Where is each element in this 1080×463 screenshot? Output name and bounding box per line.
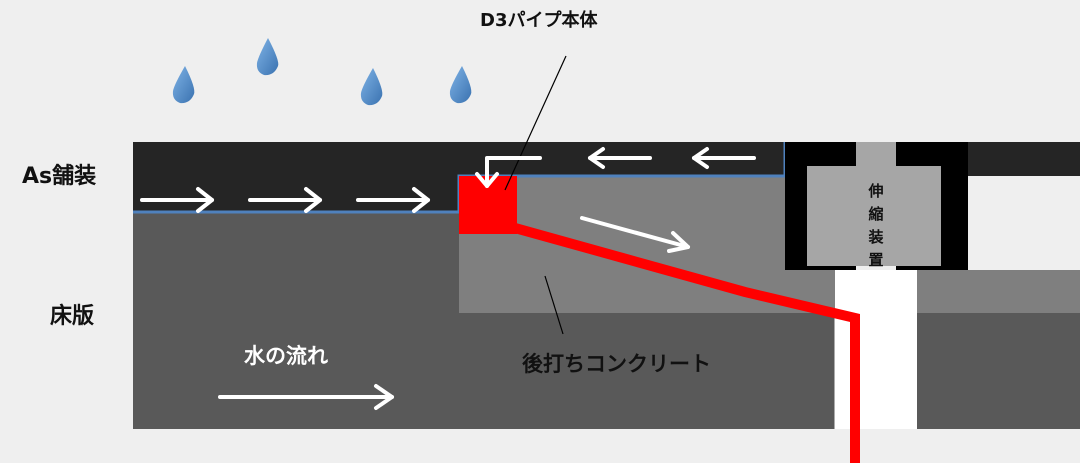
expansion-joint-char: 装 xyxy=(868,228,884,246)
expansion-joint xyxy=(785,142,968,429)
post-cast-concrete xyxy=(459,176,835,313)
concrete-leader-line xyxy=(544,275,564,335)
asphalt-label: As舗装 xyxy=(22,164,97,189)
post-cast-concrete-label: 後打ちコンクリート xyxy=(522,352,711,376)
drain-pipe xyxy=(513,223,860,463)
right-arrow-icon xyxy=(140,187,214,213)
down-left-arrow-icon xyxy=(475,156,542,188)
expansion-joint-char: 伸 xyxy=(868,182,884,200)
right-arrow-icon xyxy=(356,187,430,213)
asphalt-pavement-right xyxy=(968,142,1080,176)
water-drop-icon xyxy=(360,68,383,106)
pipe-label: D3パイプ本体 xyxy=(480,10,598,31)
expansion-joint-char: 置 xyxy=(868,251,884,269)
left-arrow-icon xyxy=(588,147,652,169)
floor-slab-label: 床版 xyxy=(50,304,95,329)
expansion-joint-char: 縮 xyxy=(868,205,884,223)
expansion-joint-label: 伸 縮 装 置 xyxy=(858,180,894,272)
water-drop-icon xyxy=(172,66,195,104)
water-drop-icon xyxy=(256,38,279,76)
pipe-leader-line xyxy=(504,55,567,191)
water-flow-label: 水の流れ xyxy=(244,344,328,368)
right-arrow-icon xyxy=(248,187,322,213)
post-cast-concrete-right xyxy=(917,270,1080,313)
right-arrow-icon xyxy=(218,384,394,410)
water-drop-icon xyxy=(449,66,472,104)
diagonal-arrow-icon xyxy=(580,216,690,253)
left-arrow-icon xyxy=(692,147,756,169)
